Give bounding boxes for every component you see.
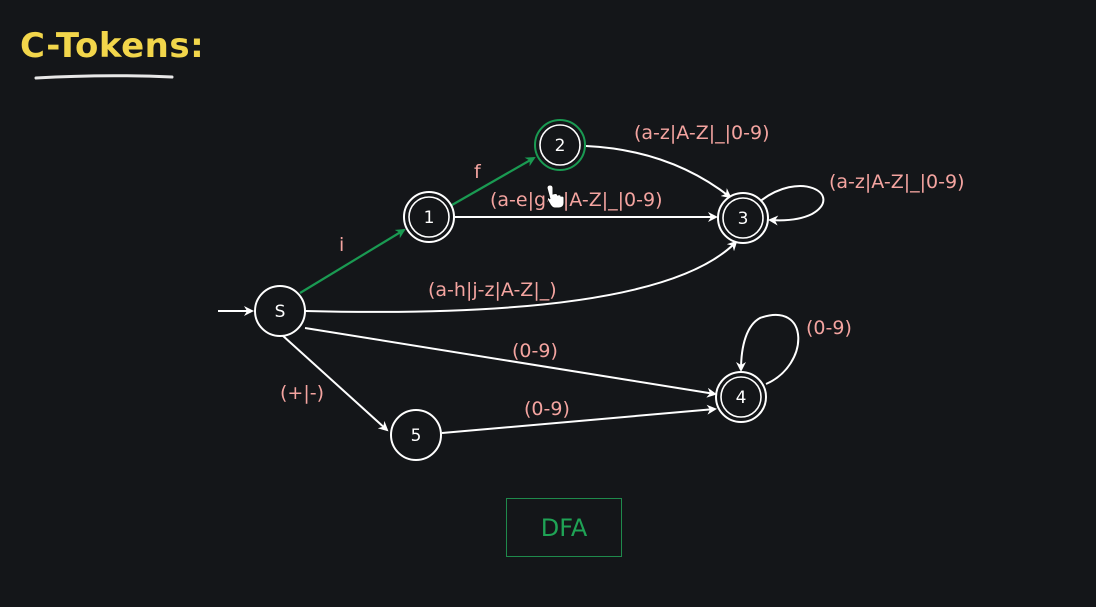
edge-3-self <box>757 185 825 226</box>
state-1: 1 <box>403 191 455 243</box>
state-2: 2 <box>534 119 586 171</box>
edge-s-4 <box>304 327 717 398</box>
svg-text:1: 1 <box>424 208 435 228</box>
svg-text:2: 2 <box>555 136 566 156</box>
state-5: 5 <box>390 409 442 461</box>
label-3-self: (a-z|A-Z|_|0-9) <box>829 171 965 193</box>
svg-text:5: 5 <box>411 426 422 446</box>
hand-cursor-icon <box>546 184 565 209</box>
label-1-3: (a-e|g-z|A-Z|_|0-9) <box>490 189 663 211</box>
svg-text:3: 3 <box>738 209 749 229</box>
edge-s-3 <box>304 240 738 313</box>
dfa-caption-box: DFA <box>506 498 622 557</box>
state-4: 4 <box>715 371 767 423</box>
label-s-4: (0-9) <box>512 340 558 362</box>
state-s: S <box>254 285 306 337</box>
svg-text:4: 4 <box>736 388 747 408</box>
label-1-2: f <box>474 161 482 183</box>
label-5-4: (0-9) <box>524 398 570 420</box>
label-2-3: (a-z|A-Z|_|0-9) <box>634 122 770 144</box>
page-title: C-Tokens: <box>20 26 205 66</box>
edge-2-3 <box>585 145 732 199</box>
svg-text:S: S <box>275 302 286 322</box>
label-s-3: (a-h|j-z|A-Z|_) <box>428 279 557 301</box>
edge-4-self <box>736 314 800 385</box>
edge-s-1 <box>299 228 406 294</box>
edge-1-2 <box>451 157 536 206</box>
label-4-self: (0-9) <box>806 317 852 339</box>
edge-s-5 <box>281 334 389 432</box>
label-s-5: (+|-) <box>280 382 324 404</box>
title-underline <box>34 74 174 80</box>
edge-5-4 <box>441 404 717 434</box>
label-s-1: i <box>339 234 344 256</box>
dfa-caption: DFA <box>540 513 588 542</box>
state-3: 3 <box>717 192 769 244</box>
